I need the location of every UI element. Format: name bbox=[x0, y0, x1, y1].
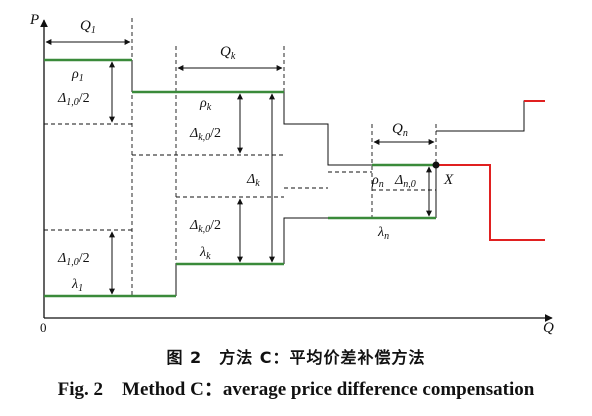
step-connectors bbox=[131, 60, 437, 296]
lambda-k-label: λk bbox=[199, 245, 211, 262]
deltak0-top-label: Δk,0/2 bbox=[189, 126, 221, 143]
dashed-guides bbox=[44, 18, 437, 298]
connector-offer bbox=[283, 92, 372, 166]
deltan0-label: Δn,0 bbox=[394, 173, 416, 190]
figure-caption-chinese: 图 2 方法 C：平均价差补偿方法 bbox=[166, 348, 426, 367]
qn-label: Qn bbox=[392, 121, 408, 139]
lambda-1-label: λ1 bbox=[71, 277, 83, 294]
delta-arrows bbox=[109, 61, 432, 295]
delta10-top-label: Δ1,0/2 bbox=[57, 91, 90, 108]
x-axis-label: Q bbox=[543, 320, 554, 336]
y-axis-label: P bbox=[29, 12, 39, 28]
connector-3 bbox=[283, 217, 328, 264]
origin-label: 0 bbox=[40, 320, 47, 335]
x-point-label: X bbox=[443, 172, 454, 188]
clearing-point bbox=[432, 161, 440, 169]
q1-label: Q1 bbox=[80, 18, 96, 36]
green-price-steps bbox=[44, 58, 436, 298]
diagram-labels: Q1 Qk Qn ρ1 ρk ρn λ1 λk λn Δ1,0/2 Δ1,0/2… bbox=[57, 18, 454, 294]
price-compensation-diagram: P Q 0 bbox=[29, 12, 554, 336]
figure-caption-english: Fig. 2 Method C：average price difference… bbox=[57, 379, 535, 400]
lambda-n-label: λn bbox=[377, 225, 389, 242]
demand-high-rise bbox=[436, 100, 545, 132]
rho-k-label: ρk bbox=[199, 96, 212, 113]
red-demand-curve bbox=[436, 100, 545, 241]
deltak-label: Δk bbox=[246, 172, 260, 189]
qk-label: Qk bbox=[220, 44, 236, 62]
quantity-arrows bbox=[45, 39, 435, 145]
rho-1-label: ρ1 bbox=[71, 67, 84, 84]
delta10-bot-label: Δ1,0/2 bbox=[57, 251, 90, 268]
deltak0-bot-label: Δk,0/2 bbox=[189, 218, 221, 235]
rho-n-label: ρn bbox=[371, 173, 384, 190]
demand-low bbox=[436, 164, 545, 241]
